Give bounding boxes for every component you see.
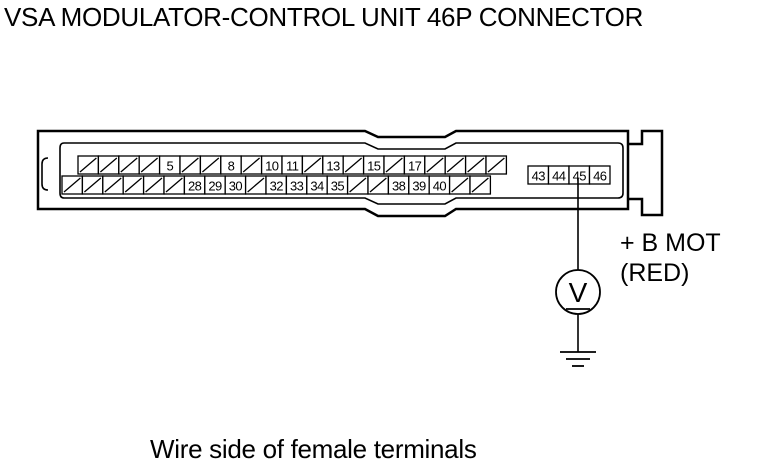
terminal-blank xyxy=(469,175,492,195)
terminal-blank xyxy=(485,155,508,175)
terminal-8: 8 xyxy=(220,155,242,175)
terminal-number: 45 xyxy=(573,169,587,184)
terminal-blank xyxy=(102,175,124,195)
terminal-blank xyxy=(179,155,202,175)
terminal-blank xyxy=(464,155,487,175)
terminal-10: 10 xyxy=(260,155,283,175)
terminal-row-top: 5 8 10 11 13 15 17 xyxy=(77,155,508,175)
terminal-33: 33 xyxy=(285,175,308,195)
terminal-46: 46 xyxy=(588,165,611,185)
terminal-number: 43 xyxy=(532,169,546,184)
terminal-blank xyxy=(383,155,406,175)
terminal-40: 40 xyxy=(428,175,451,195)
terminal-blank xyxy=(448,175,471,195)
terminal-number: 44 xyxy=(552,169,566,184)
terminal-blank xyxy=(244,175,267,195)
diagram-title: VSA MODULATOR-CONTROL UNIT 46P CONNECTOR xyxy=(4,2,644,32)
terminal-number: 34 xyxy=(310,179,324,194)
terminal-11: 11 xyxy=(281,155,304,175)
terminal-15: 15 xyxy=(362,155,385,175)
terminal-blank xyxy=(77,155,100,175)
terminal-45: 45 xyxy=(568,165,591,185)
terminal-29: 29 xyxy=(204,175,226,195)
terminal-number: 46 xyxy=(593,169,607,184)
connector-latch xyxy=(628,129,664,217)
terminal-blank xyxy=(301,155,324,175)
connector-key xyxy=(41,157,49,191)
terminal-number: 10 xyxy=(265,159,279,174)
terminal-number: 40 xyxy=(433,179,447,194)
terminal-blank xyxy=(342,155,365,175)
terminal-5: 5 xyxy=(158,155,181,175)
terminal-blank xyxy=(199,155,222,175)
voltmeter-symbol: V xyxy=(569,277,588,308)
terminal-row-bottom: 28 29 30 32 33 34 35 38 39 40 xyxy=(61,175,492,195)
terminal-28: 28 xyxy=(183,175,206,195)
terminal-number: 15 xyxy=(367,159,381,174)
terminal-35: 35 xyxy=(326,175,349,195)
terminal-blank xyxy=(444,155,467,175)
terminal-30: 30 xyxy=(224,175,247,195)
terminal-blank xyxy=(97,155,120,175)
terminal-blank xyxy=(142,175,165,195)
terminal-blank xyxy=(138,155,161,175)
terminal-32: 32 xyxy=(265,175,288,195)
terminal-13: 13 xyxy=(322,155,344,175)
terminal-number: 39 xyxy=(412,179,426,194)
terminal-number: 17 xyxy=(408,159,422,174)
wire-color: (RED) xyxy=(620,259,690,287)
diagram-caption: Wire side of female terminals xyxy=(150,434,477,464)
wire-name: + B MOT xyxy=(620,229,721,257)
terminal-number: 30 xyxy=(229,179,243,194)
terminal-17: 17 xyxy=(403,155,426,175)
terminal-39: 39 xyxy=(408,175,430,195)
connector-face xyxy=(59,142,624,205)
connector-housing xyxy=(36,129,630,218)
terminal-43: 43 xyxy=(527,165,550,185)
terminal-number: 8 xyxy=(228,159,235,174)
terminal-number: 35 xyxy=(331,179,345,194)
terminal-44: 44 xyxy=(547,165,570,185)
terminal-blank xyxy=(346,175,369,195)
terminal-number: 38 xyxy=(392,179,406,194)
terminal-number: 5 xyxy=(166,159,173,174)
terminal-number: 32 xyxy=(270,179,284,194)
terminal-blank xyxy=(240,155,263,175)
terminal-blank xyxy=(122,175,145,195)
terminal-blank xyxy=(61,175,84,195)
terminal-number: 28 xyxy=(188,179,202,194)
terminal-number: 13 xyxy=(326,159,340,174)
terminal-number: 29 xyxy=(208,179,222,194)
terminal-38: 38 xyxy=(387,175,410,195)
terminal-blank xyxy=(163,175,186,195)
ground-symbol xyxy=(560,351,596,367)
terminal-number: 11 xyxy=(286,159,299,174)
terminal-blank xyxy=(367,175,390,195)
terminal-blank xyxy=(118,155,140,175)
terminal-block-power: 43 44 45 46 xyxy=(527,165,611,185)
wire-label: + B MOT (RED) xyxy=(620,228,721,288)
terminal-34: 34 xyxy=(306,175,328,195)
terminal-blank xyxy=(424,155,446,175)
terminal-blank xyxy=(81,175,104,195)
terminal-number: 33 xyxy=(290,179,304,194)
